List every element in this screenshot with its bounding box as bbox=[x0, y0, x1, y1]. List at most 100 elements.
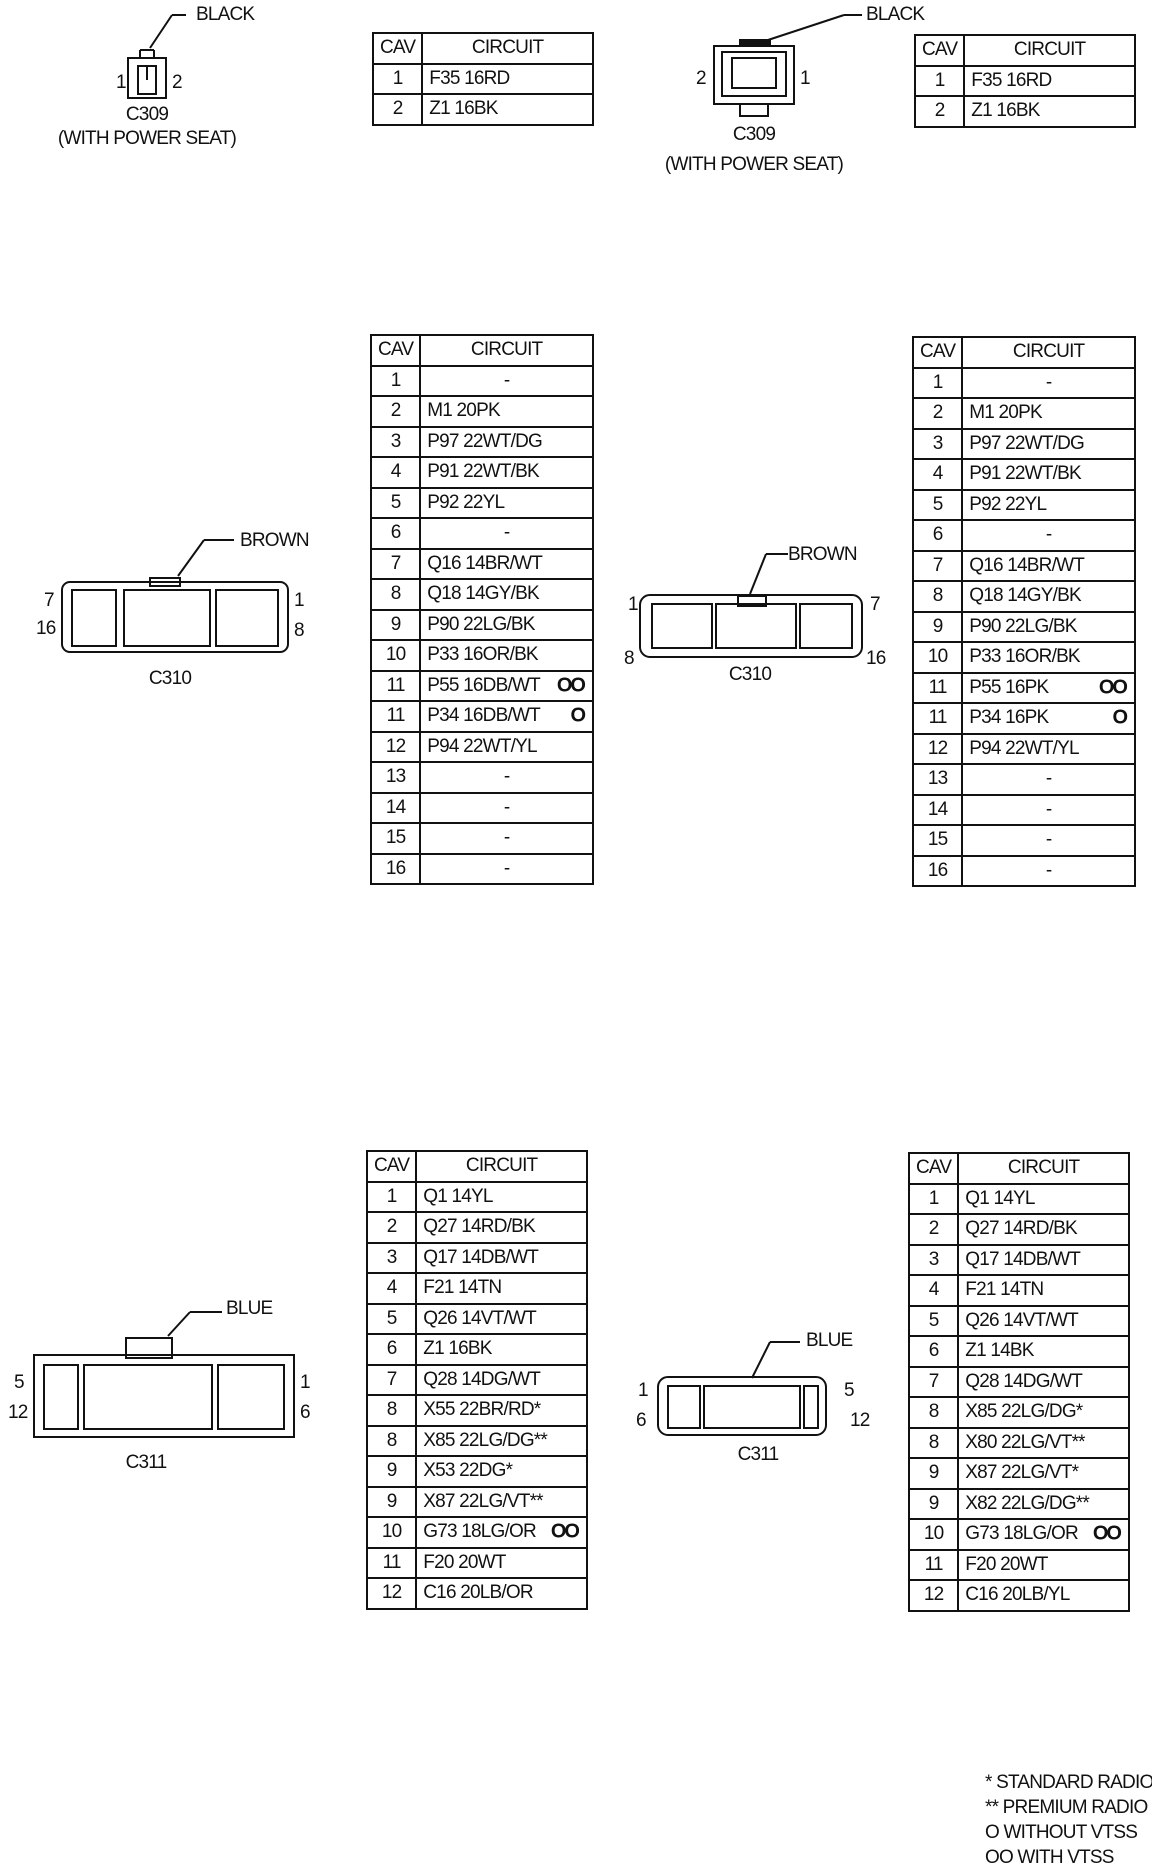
circuit-text: - bbox=[503, 766, 510, 788]
c309-left-pin-label: 2 bbox=[172, 72, 183, 93]
circuit-cell: Q27 14RD/BK bbox=[957, 1213, 1130, 1246]
circuit-cell: M1 20PK bbox=[961, 397, 1136, 430]
circuit-cell: Q26 14VT/WT bbox=[957, 1304, 1130, 1337]
circuit-cell: - bbox=[419, 852, 594, 885]
cav-cell: 12 bbox=[907, 1579, 960, 1612]
circuit-text: Q1 14YL bbox=[965, 1187, 1035, 1209]
c309-left-note: (WITH POWER SEAT) bbox=[57, 128, 237, 149]
circuit-text: Q18 14GY/BK bbox=[427, 583, 539, 605]
circuit-text: F20 20WT bbox=[965, 1553, 1048, 1575]
cav-cell: 14 bbox=[911, 793, 964, 826]
cav-cell: 2 bbox=[369, 395, 422, 428]
circuit-text: - bbox=[1045, 524, 1052, 546]
cav-cell: 9 bbox=[369, 608, 422, 641]
c309-left-name: C309 bbox=[125, 104, 169, 125]
circuit-text: F21 14TN bbox=[423, 1277, 502, 1299]
circuit-text: P92 22YL bbox=[969, 493, 1047, 515]
circuit-text: F20 20WT bbox=[423, 1551, 506, 1573]
circuit-cell: X82 22LG/DG** bbox=[957, 1487, 1130, 1520]
circuit-cell: P33 16OR/BK bbox=[419, 639, 594, 672]
circuit-cell: P90 22LG/BK bbox=[961, 610, 1136, 643]
cav-cell: 10 bbox=[907, 1518, 960, 1551]
cav-cell: 11 bbox=[369, 669, 422, 702]
circuit-header: CIRCUIT bbox=[961, 336, 1136, 369]
circuit-text: X87 22LG/VT* bbox=[965, 1462, 1079, 1484]
cav-cell: 12 bbox=[911, 732, 964, 765]
cav-cell: 7 bbox=[369, 547, 422, 580]
circuit-cell: - bbox=[961, 793, 1136, 826]
circuit-text: - bbox=[1045, 371, 1052, 393]
c311-left-color-label: BLUE bbox=[226, 1298, 273, 1319]
c311-right-color-label: BLUE bbox=[806, 1330, 853, 1351]
cav-cell: 3 bbox=[907, 1243, 960, 1276]
circuit-text: G73 18LG/OR bbox=[965, 1523, 1078, 1545]
cav-cell: 8 bbox=[911, 580, 964, 613]
circuit-cell: F21 14TN bbox=[957, 1274, 1130, 1307]
cav-cell: 4 bbox=[369, 456, 422, 489]
circuit-text: M1 20PK bbox=[969, 402, 1042, 424]
cav-cell: 10 bbox=[369, 639, 422, 672]
legend-premium-radio: ** PREMIUM RADIO bbox=[985, 1797, 1148, 1818]
circuit-cell: Q26 14VT/WT bbox=[415, 1302, 588, 1335]
cav-cell: 1 bbox=[365, 1180, 418, 1213]
circuit-text: Q1 14YL bbox=[423, 1185, 493, 1207]
c309-right-connector-icon bbox=[713, 14, 862, 117]
circuit-text: Q27 14RD/BK bbox=[965, 1218, 1077, 1240]
circuit-cell: Q27 14RD/BK bbox=[415, 1211, 588, 1244]
circuit-text: Z1 14BK bbox=[965, 1340, 1034, 1362]
c310-right-color-label: BROWN bbox=[788, 544, 858, 565]
cav-cell: 12 bbox=[369, 730, 422, 763]
circuit-text: Z1 16BK bbox=[429, 98, 498, 120]
circuit-cell: Q17 14DB/WT bbox=[957, 1243, 1130, 1276]
circuit-cell: F21 14TN bbox=[415, 1272, 588, 1305]
c309-right-name: C309 bbox=[732, 124, 776, 145]
cav-cell: 9 bbox=[907, 1487, 960, 1520]
circuit-cell: P92 22YL bbox=[419, 486, 594, 519]
circuit-cell: P97 22WT/DG bbox=[961, 427, 1136, 460]
circuit-cell: - bbox=[419, 822, 594, 855]
cav-cell: 5 bbox=[369, 486, 422, 519]
cav-cell: 7 bbox=[365, 1363, 418, 1396]
legend-without-vtss: O WITHOUT VTSS bbox=[985, 1822, 1138, 1843]
cav-cell: 1 bbox=[369, 364, 422, 397]
circuit-cell: P94 22WT/YL bbox=[419, 730, 594, 763]
circuit-cell: Z1 16BK bbox=[421, 93, 594, 126]
circuit-text: F21 14TN bbox=[965, 1279, 1044, 1301]
circuit-cell: F20 20WT bbox=[415, 1546, 588, 1579]
c310-right-pin-label: 8 bbox=[624, 648, 635, 669]
circuit-text: Q28 14DG/WT bbox=[965, 1370, 1083, 1392]
c311-right-connector-icon bbox=[657, 1341, 827, 1436]
circuit-cell: X85 22LG/DG* bbox=[957, 1396, 1130, 1429]
cav-cell: 10 bbox=[365, 1516, 418, 1549]
circuit-text: P34 16PK bbox=[969, 707, 1049, 729]
c311-left-pin-label: 12 bbox=[8, 1402, 28, 1423]
cav-cell: 14 bbox=[369, 791, 422, 824]
circuit-cell: - bbox=[419, 791, 594, 824]
table-row: 13- bbox=[911, 763, 1136, 796]
circuit-text: P94 22WT/YL bbox=[969, 737, 1079, 759]
cav-cell: 8 bbox=[365, 1394, 418, 1427]
cav-cell: 15 bbox=[369, 822, 422, 855]
